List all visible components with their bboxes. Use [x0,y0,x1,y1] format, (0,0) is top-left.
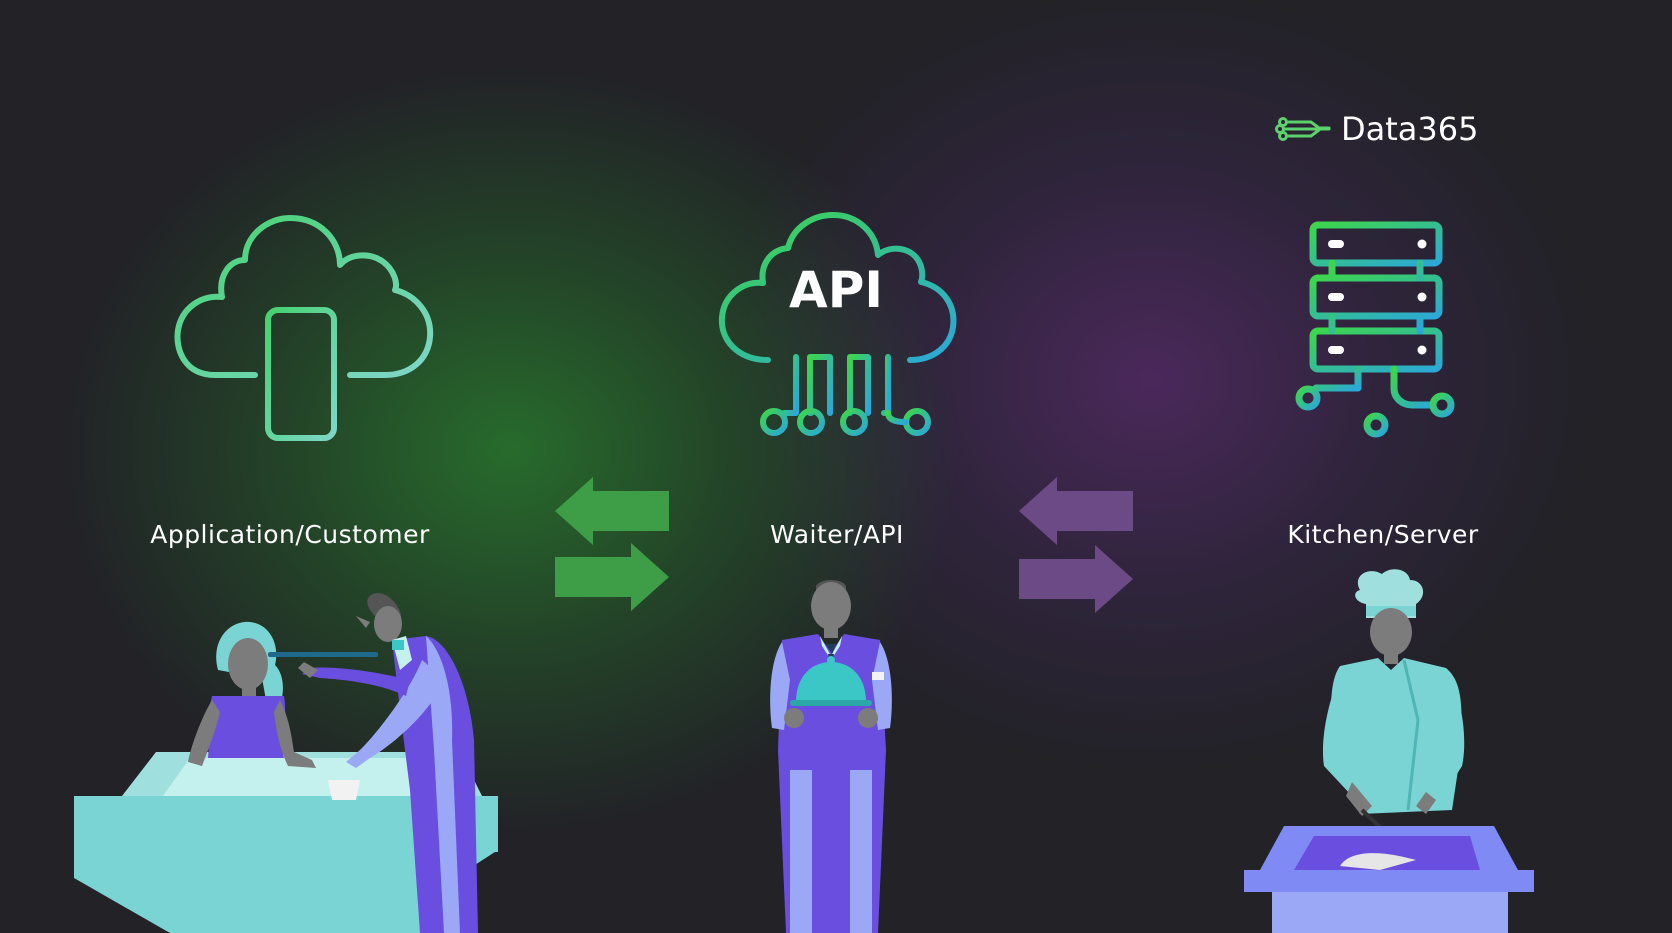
circuit-lines-icon [1275,117,1331,141]
waiter-illustration [770,580,892,933]
arrow-right-icon [555,543,669,611]
node-label-application-customer: Application/Customer [150,520,430,549]
brand-name: Data365 [1341,110,1479,148]
cloud-api-icon: API [718,212,957,436]
customer-scene-illustration [74,593,500,933]
brand-logo: Data365 [1275,110,1478,148]
server-rack-icon [1295,221,1455,438]
node-label-kitchen-server: Kitchen/Server [1287,520,1479,549]
node-label-waiter-api: Waiter/API [770,520,904,549]
arrow-pair-api-server [1019,477,1133,613]
api-icon-text: API [789,261,883,319]
chef-illustration [1244,569,1534,933]
arrow-left-icon [555,477,669,545]
arrow-left-icon [1019,477,1133,545]
arrow-pair-customer-api [555,477,669,611]
cloud-phone-icon [174,215,434,441]
arrow-right-icon [1019,545,1133,613]
